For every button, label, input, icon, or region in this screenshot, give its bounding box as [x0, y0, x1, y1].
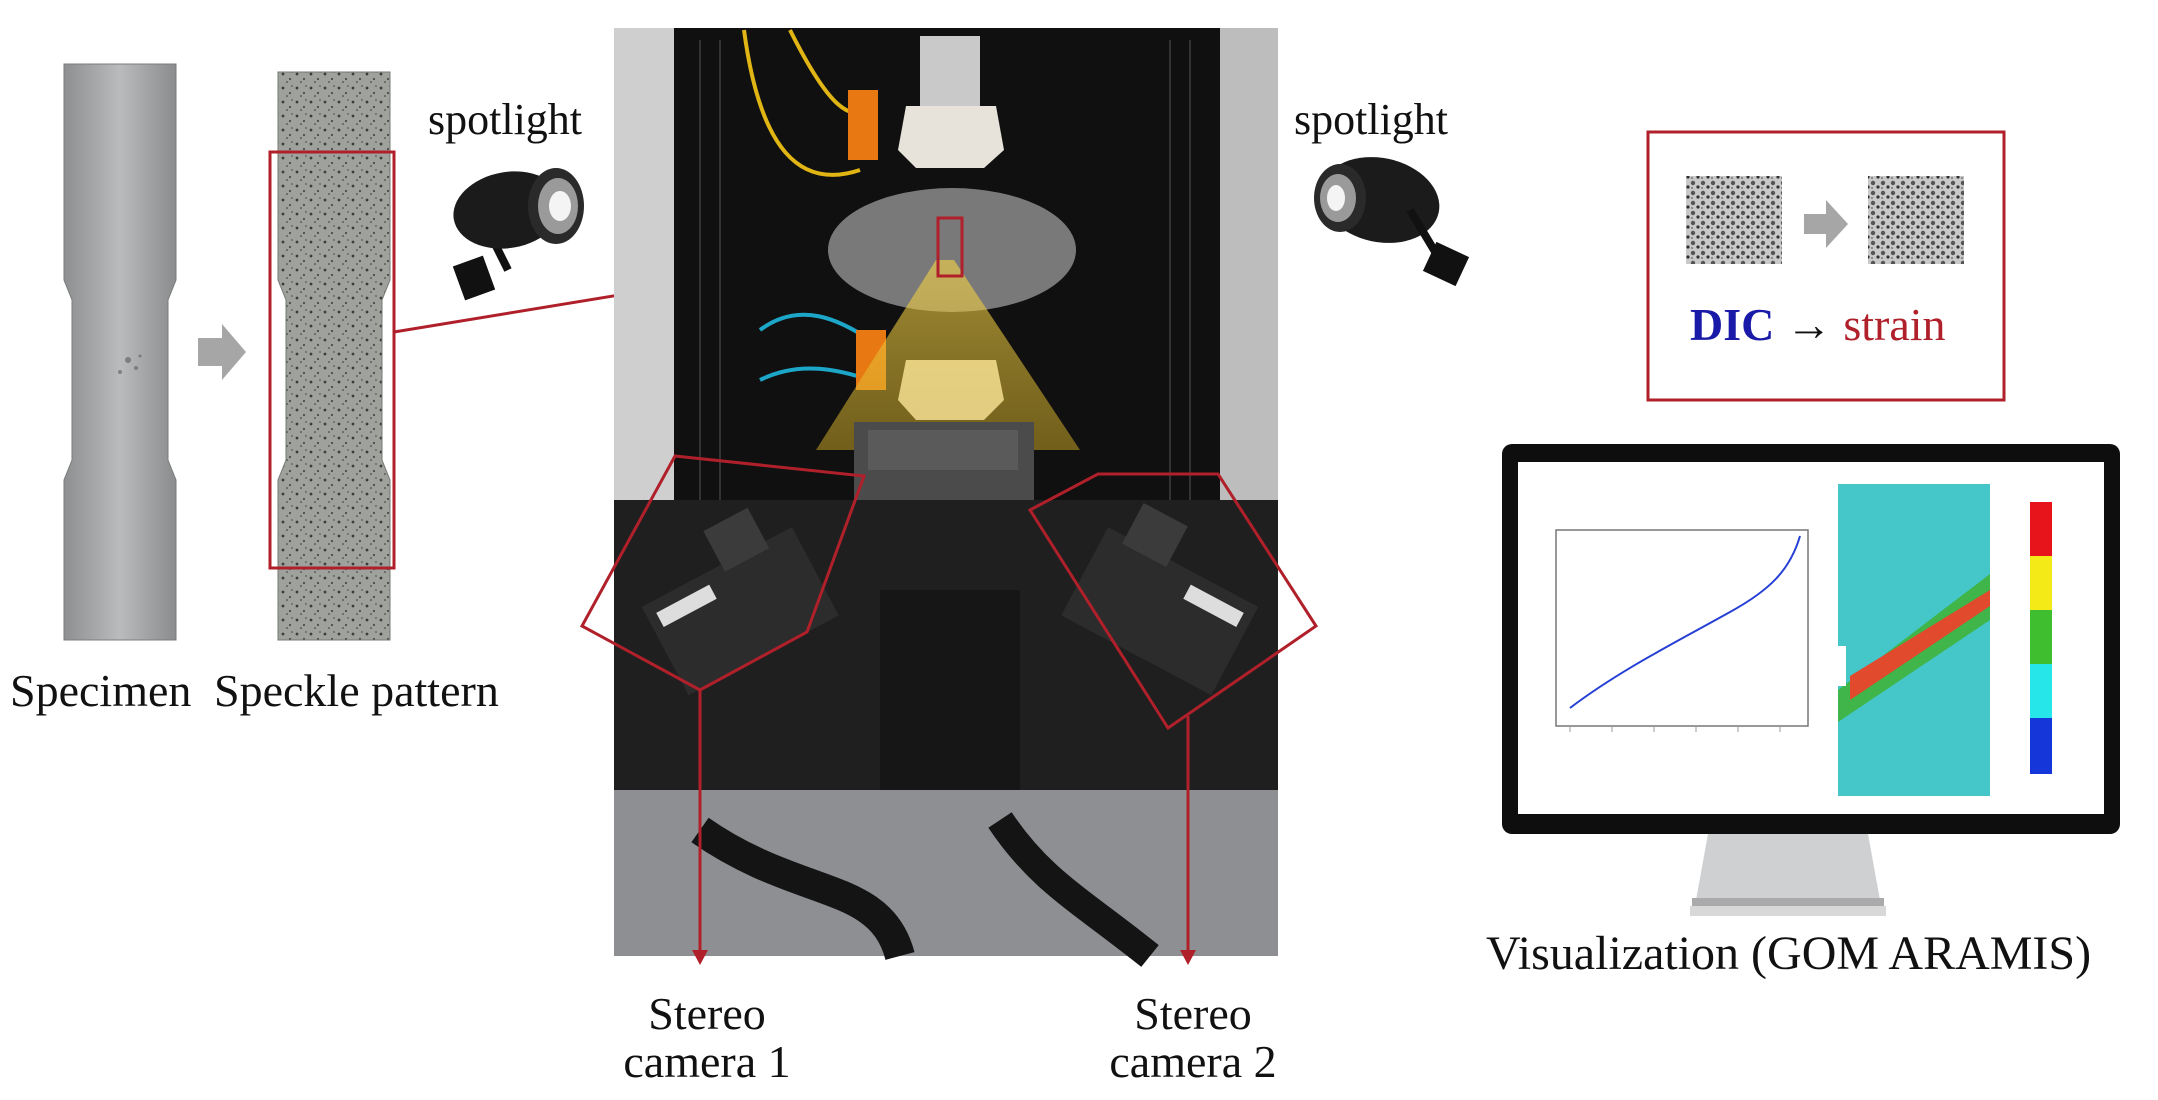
spotlight-icon [452, 168, 584, 301]
spotlight-right-label: spotlight [1294, 95, 1449, 144]
monitor-icon [1502, 444, 2120, 916]
speckle-pattern-label: Speckle pattern [214, 665, 499, 716]
camera2-callout [1027, 472, 1319, 731]
mini-curve-plot [1555, 529, 1809, 732]
right-arrow-icon [198, 324, 246, 380]
plain-specimen [63, 63, 177, 641]
arrow-glyph: → [1785, 299, 1832, 350]
color-legend [2030, 502, 2052, 774]
visualization-label: Visualization (GOM ARAMIS) [1486, 927, 2092, 980]
speckle-image-after [1868, 176, 1964, 264]
specimen-label: Specimen [10, 665, 192, 716]
camera1-callout [579, 454, 867, 692]
dic-box [1646, 130, 2006, 402]
spotlight-icon [1314, 157, 1470, 287]
stereo-camera-2-label: Stereo camera 2 [1109, 988, 1277, 1088]
spotlight-left-label: spotlight [428, 95, 583, 144]
speckle-specimen [268, 71, 396, 641]
camera2-pointer [1180, 716, 1196, 965]
strain-label: strain [1843, 299, 1946, 350]
speckle-image-before [1686, 176, 1782, 264]
test-machine-photo [614, 28, 1278, 967]
stereo-camera-1-label: Stereo camera 1 [623, 988, 791, 1088]
dic-strain-caption: DIC → strain [1690, 302, 1946, 348]
dic-label: DIC [1690, 299, 1775, 350]
strain-field-map [1838, 484, 1990, 796]
right-arrow-icon [1804, 200, 1848, 248]
camera1-pointer [692, 690, 708, 965]
